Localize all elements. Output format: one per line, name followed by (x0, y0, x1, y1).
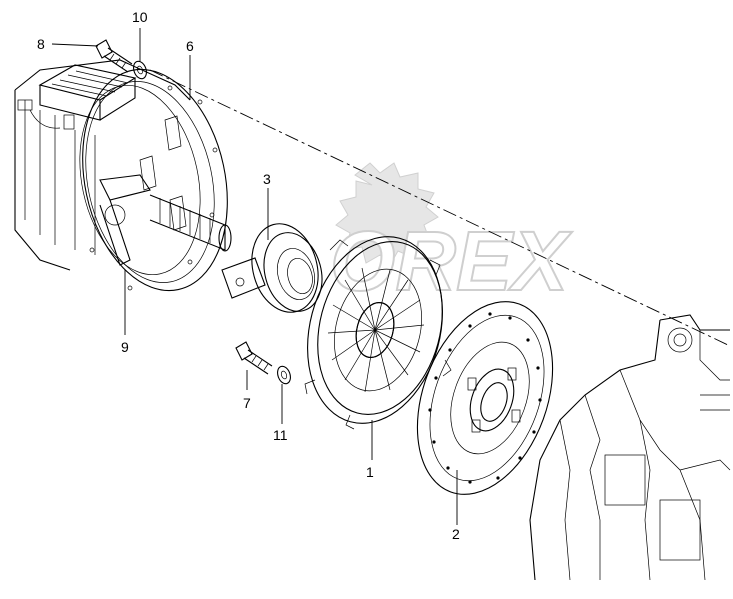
leader-lines (51, 28, 458, 525)
callout-9: 9 (121, 339, 129, 355)
gearbox-housing (14, 59, 232, 292)
washer-10 (133, 60, 147, 80)
callout-3: 3 (263, 171, 271, 187)
callout-10: 10 (132, 9, 148, 25)
callout-6: 6 (186, 38, 194, 54)
watermark-text: OREX (330, 214, 573, 308)
bolt-8 (95, 39, 133, 73)
clutch-disc (416, 301, 554, 495)
callout-1: 1 (366, 464, 374, 480)
callout-labels: 1 2 3 6 7 8 9 10 11 (37, 9, 460, 542)
bolt-7 (235, 341, 273, 375)
pressure-plate (304, 236, 452, 430)
center-axis-line (149, 69, 729, 346)
callout-11: 11 (273, 427, 288, 443)
callout-8: 8 (37, 36, 45, 52)
release-bearing (221, 223, 323, 313)
callout-7: 7 (243, 395, 251, 411)
callout-2: 2 (452, 526, 460, 542)
watermark-logo: OREX (329, 162, 574, 309)
engine-block (529, 314, 731, 581)
washer-11 (277, 365, 291, 385)
